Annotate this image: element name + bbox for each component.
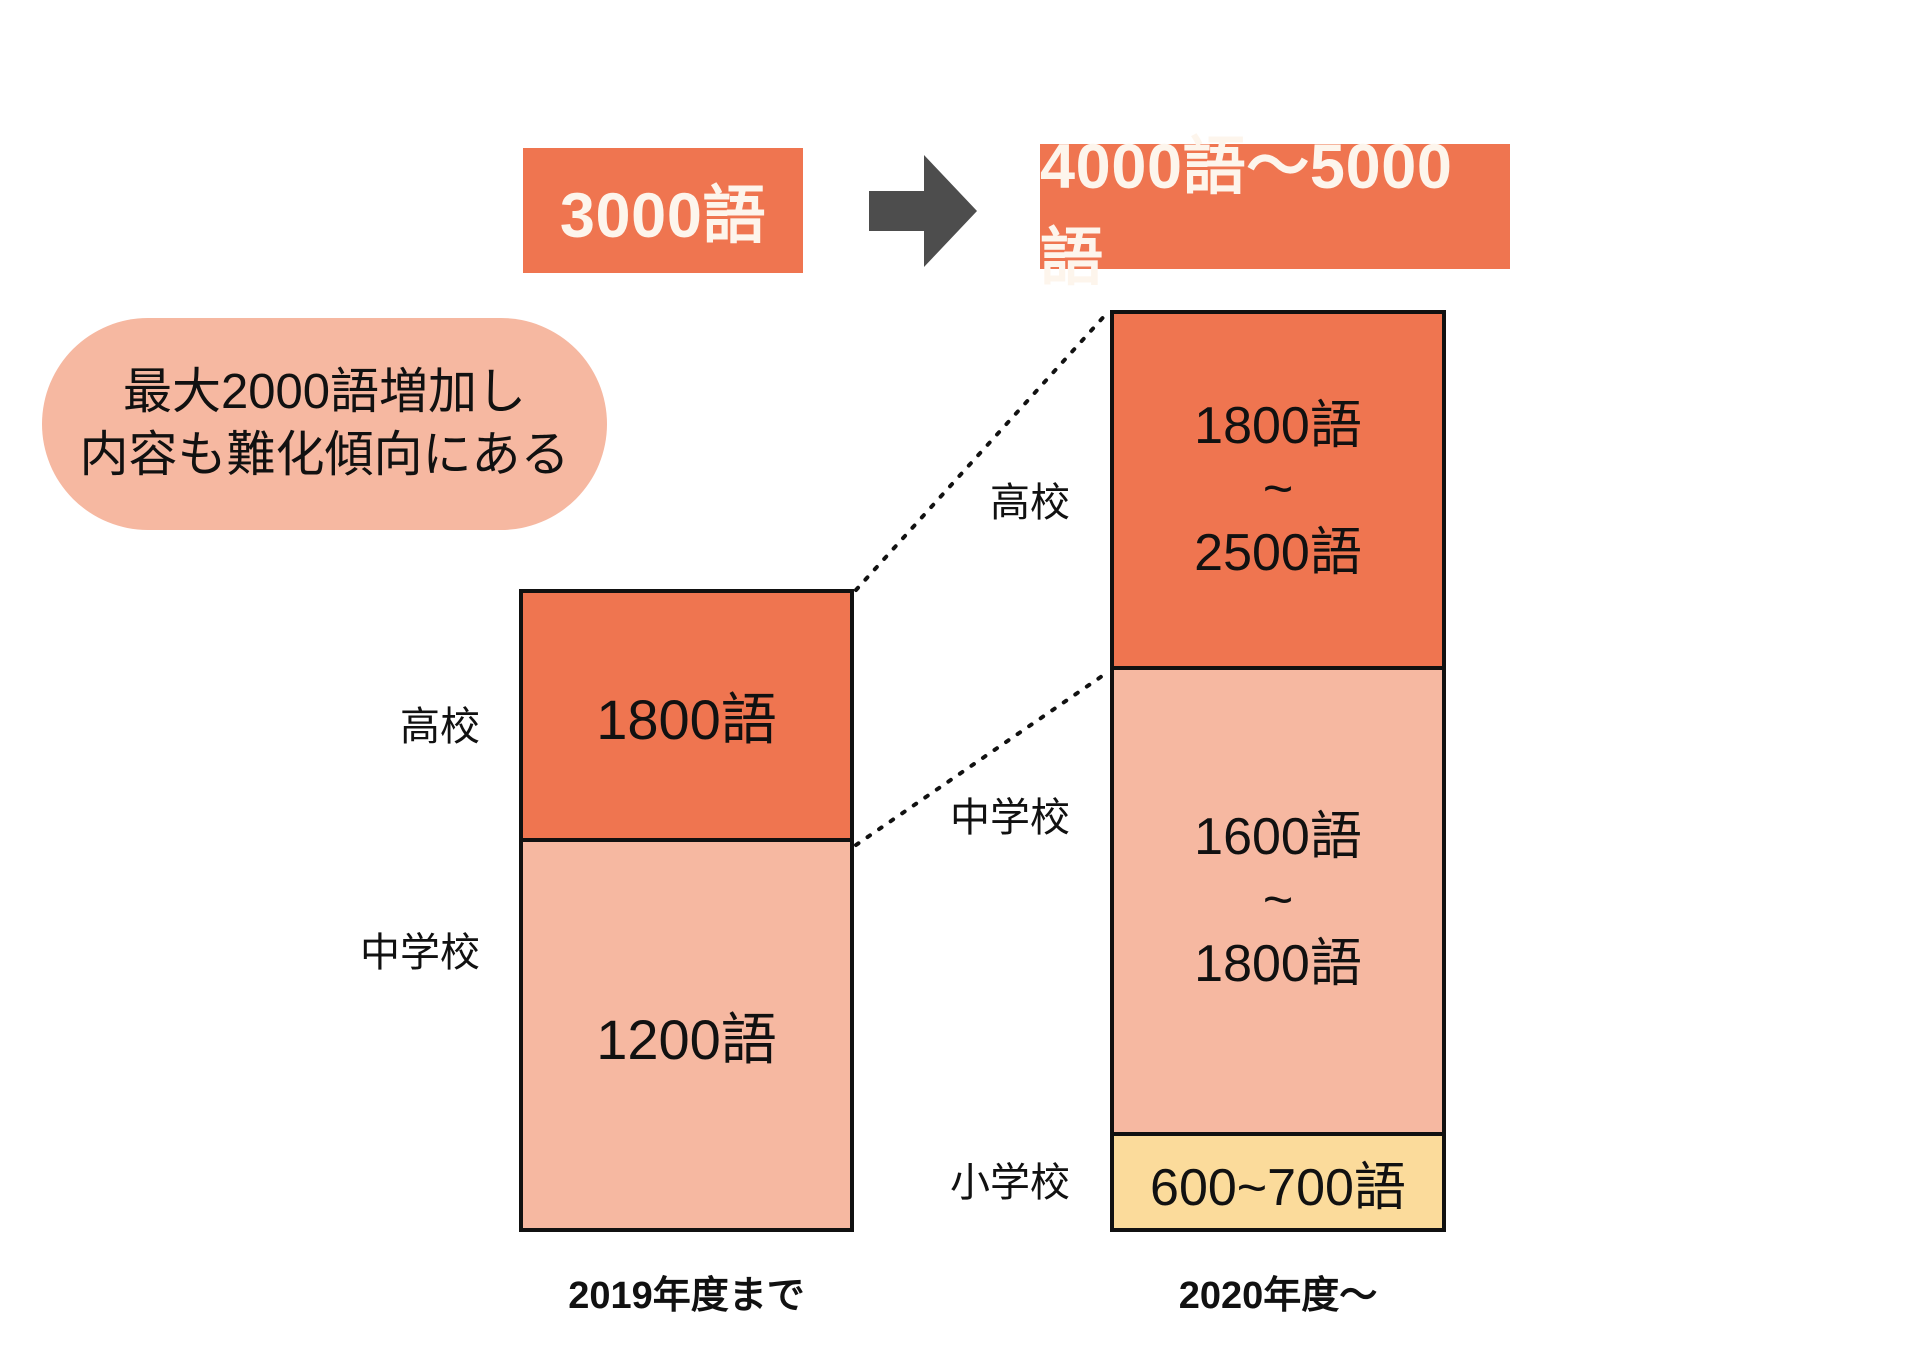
segment-2020-high-school: 1800語 ~ 2500語: [1110, 310, 1446, 670]
segment-2020-high-school-tilde: ~: [1262, 460, 1294, 519]
segment-2020-high-school-value-top: 1800語: [1194, 396, 1362, 455]
segment-2020-high-school-value-bottom: 2500語: [1194, 523, 1362, 582]
total-words-after-label: 4000語〜5000語: [1040, 131, 1453, 293]
left-row-label-mid: 中学校: [360, 931, 480, 975]
total-words-before-label: 3000語: [559, 181, 767, 251]
axis-label-2019: 2019年度まで: [568, 1275, 805, 1317]
bar-2019: 1800語 1200語: [519, 589, 854, 1232]
segment-2020-junior-high: 1600語 ~ 1800語: [1110, 666, 1446, 1136]
segment-2020-junior-high-value-top: 1600語: [1194, 807, 1362, 866]
left-row-label-high: 高校: [400, 705, 480, 749]
segment-2019-junior-high-value: 1200語: [596, 1007, 777, 1071]
bar-2020: 1800語 ~ 2500語 1600語 ~ 1800語 600~700語: [1110, 310, 1446, 1232]
segment-2020-elementary-value: 600~700語: [1150, 1158, 1406, 1217]
right-row-label-elem: 小学校: [950, 1161, 1070, 1205]
connector-top-line: [854, 310, 1110, 592]
segment-2020-elementary: 600~700語: [1110, 1132, 1446, 1232]
callout-line-2: 内容も難化傾向にある: [79, 428, 570, 482]
total-words-after-banner: 4000語〜5000語: [1040, 132, 1510, 293]
axis-label-2020: 2020年度〜: [1178, 1275, 1378, 1317]
segment-2019-high-school-value: 1800語: [596, 688, 777, 751]
segment-2020-junior-high-tilde: ~: [1262, 871, 1294, 930]
segment-2019-junior-high: 1200語: [519, 838, 854, 1232]
arrow-right-icon: [869, 155, 977, 267]
total-words-before-banner: 3000語: [523, 148, 803, 273]
callout-line-1: 最大2000語増加し: [122, 365, 526, 420]
increase-callout: 最大2000語増加し 内容も難化傾向にある: [42, 318, 607, 530]
segment-2020-junior-high-value-bottom: 1800語: [1194, 934, 1362, 993]
right-row-label-mid: 中学校: [950, 796, 1070, 840]
right-row-label-high: 高校: [990, 481, 1070, 525]
segment-2019-high-school: 1800語: [519, 589, 854, 842]
